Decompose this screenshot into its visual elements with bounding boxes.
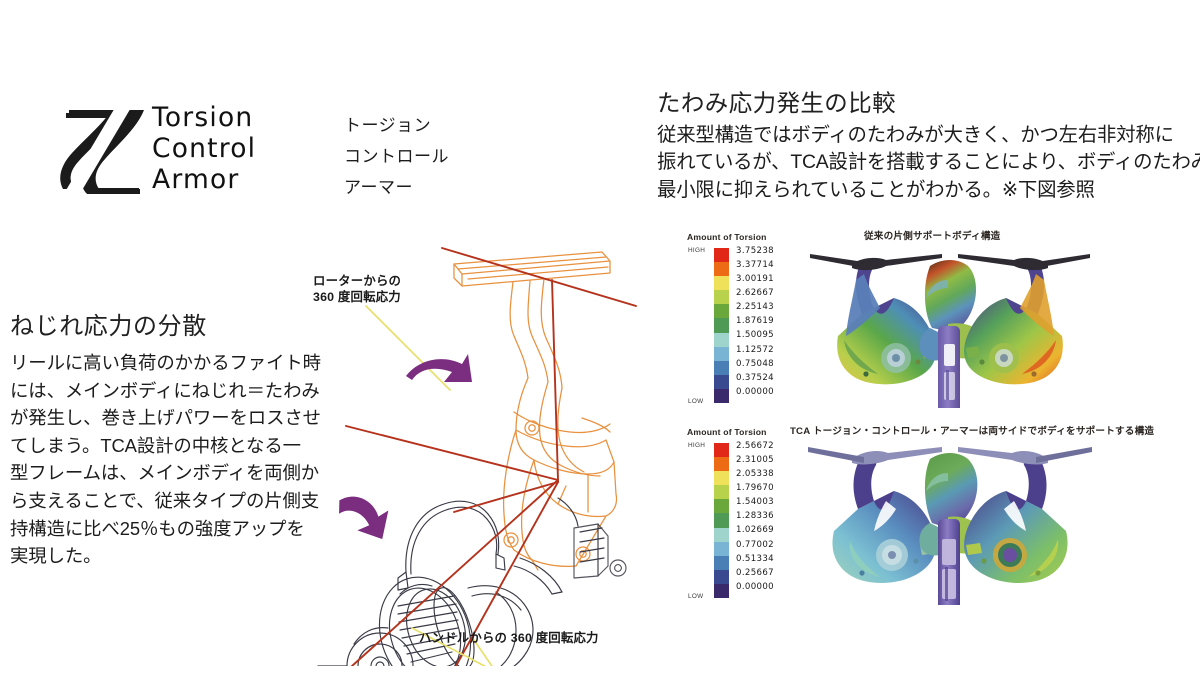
legend-swatch [714,527,729,542]
left-body-line: 型フレームは、メインボディを両側か [10,462,320,484]
legend-swatch [714,513,729,528]
left-body-line: てしまう。TCA設計の中核となる一 [10,434,301,456]
legend-swatch [714,318,729,333]
legend-swatch [714,346,729,361]
left-text-column: ねじれ応力の分散 リールに高い負荷のかかるファイト時 には、メインボディにねじれ… [10,312,321,570]
logo-wordmark: Torsion Control Armor [152,102,342,195]
legend-swatch [714,555,729,570]
legend-swatch [714,471,729,486]
legend-swatch [714,332,729,347]
legend-value: 2.56672 [736,441,774,451]
callout-rotor-line-2: 360 度回転応力 [313,290,401,304]
legend-value: 3.00191 [736,274,774,285]
logo-wordmark-line-2: Control [152,133,257,164]
legend-value: 1.87619 [736,316,774,327]
legend-value: 1.50095 [736,330,774,341]
fea-panel-conventional: 従来の片側サポートボディ構造 Amount of Torsion H [686,228,1196,414]
fea-panel-title-conventional: 従来の片側サポートボディ構造 [864,231,1001,242]
left-section-body: リールに高い負荷のかかるファイト時 には、メインボディにねじれ＝たわみ が発生し… [10,349,321,570]
legend-low-label: LOW [688,398,704,405]
left-body-line: リールに高い負荷のかかるファイト時 [10,352,321,373]
legend-swatch [714,499,729,514]
legend-swatch [714,485,729,500]
legend-value: 2.05338 [736,469,774,480]
legend-swatch [714,304,729,319]
legend-value: 0.77002 [736,539,774,550]
torsion-control-armor-mark-icon [60,104,146,197]
legend-swatch [714,583,729,599]
logo-kana-reading: トージョン コントロール アーマー [344,110,474,203]
legend-swatch [714,443,729,458]
legend-swatch [714,360,729,375]
callout-rotor-torsion: ローターからの 360 度回転応力 [313,273,401,305]
logo-kana-line-1: トージョン [344,116,432,135]
legend-value: 2.31005 [736,455,774,466]
legend-swatch [714,290,729,305]
right-body-line: 最小限に抑えられていることがわかる。※下図参照 [657,178,1095,201]
legend-value: 1.54003 [736,497,774,508]
fea-render-tca [790,435,1110,611]
legend-swatch [714,541,729,556]
legend-high-label: HIGH [688,247,706,254]
logo-kana-line-3: アーマー [344,178,413,197]
legend-value: 1.28336 [736,511,774,522]
spinning-reel-diagram [258,236,650,666]
left-body-line: が発生し、巻き上げパワーをロスさせ [10,407,321,429]
legend-value-list: 3.75238 3.37714 3.00191 2.62667 2.25143 … [736,244,792,399]
legend-colorbar [714,248,729,404]
callout-rotor-line-1: ローターからの [313,274,402,288]
legend-value: 0.37524 [736,372,774,383]
legend-swatch [714,388,729,404]
legend-value: 0.51334 [736,553,774,564]
right-body-line: 従来型構造ではボディのたわみが大きく、かつ左右非対称に [657,124,1174,146]
right-body-line: 振れているが、TCA設計を搭載することにより、ボディのたわみを [657,151,1200,174]
right-text-column: たわみ応力発生の比較 従来型構造ではボディのたわみが大きく、かつ左右非対称に 振… [657,88,1200,204]
legend-value: 1.02669 [736,525,774,536]
callout-handle-torsion: ハンドルからの 360 度回転応力 [419,631,599,645]
legend-value: 0.00000 [736,386,774,397]
left-body-line: には、メインボディにねじれ＝たわみ [10,379,320,401]
legend-value: 2.25143 [736,302,774,313]
torsion-legend-tca: Amount of Torsion HIGH LOW [686,427,792,600]
legend-value: 1.79670 [736,483,774,494]
legend-swatch [714,248,729,263]
legend-value: 0.00000 [736,581,774,592]
brand-logo-block: Torsion Control Armor トージョン コントロール アーマー [52,100,452,210]
legend-swatch [714,262,729,277]
legend-title: Amount of Torsion [687,232,767,242]
left-section-heading: ねじれ応力の分散 [10,313,207,340]
logo-wordmark-line-3: Armor [152,164,240,195]
fea-render-conventional [790,240,1110,414]
legend-value-list: 2.56672 2.31005 2.05338 1.79670 1.54003 … [736,439,792,594]
legend-swatch [714,374,729,389]
legend-value: 0.25667 [736,567,774,578]
logo-kana-line-2: コントロール [344,147,449,166]
legend-swatch [714,457,729,472]
fea-panel-tca: TCA トージョン・コントロール・アーマーは両サイドでボディをサポートする構造 … [686,423,1196,613]
legend-high-label: HIGH [688,442,706,449]
legend-title: Amount of Torsion [687,427,767,437]
legend-value: 3.75238 [736,246,774,256]
legend-colorbar [714,443,729,599]
logo-wordmark-line-1: Torsion [152,102,254,133]
left-body-line: ら支えることで、従来タイプの片側支 [10,489,320,511]
legend-value: 2.62667 [736,288,774,299]
left-body-line: 持構造に比べ25％もの強度アップを [10,517,305,539]
right-section-heading: たわみ応力発生の比較 [657,90,896,116]
legend-swatch [714,569,729,584]
legend-value: 1.12572 [736,344,774,355]
legend-value: 0.75048 [736,358,774,369]
left-body-line: 実現した。 [10,545,102,567]
torsion-legend-conventional: Amount of Torsion HIGH LOW [686,232,792,405]
legend-low-label: LOW [688,593,704,600]
fea-panel-title-tca: TCA トージョン・コントロール・アーマーは両サイドでボディをサポートする構造 [790,426,1155,437]
legend-value: 3.37714 [736,260,774,271]
legend-swatch [714,276,729,291]
right-section-body: 従来型構造ではボディのたわみが大きく、かつ左右非対称に 振れているが、TCA設計… [657,122,1200,204]
